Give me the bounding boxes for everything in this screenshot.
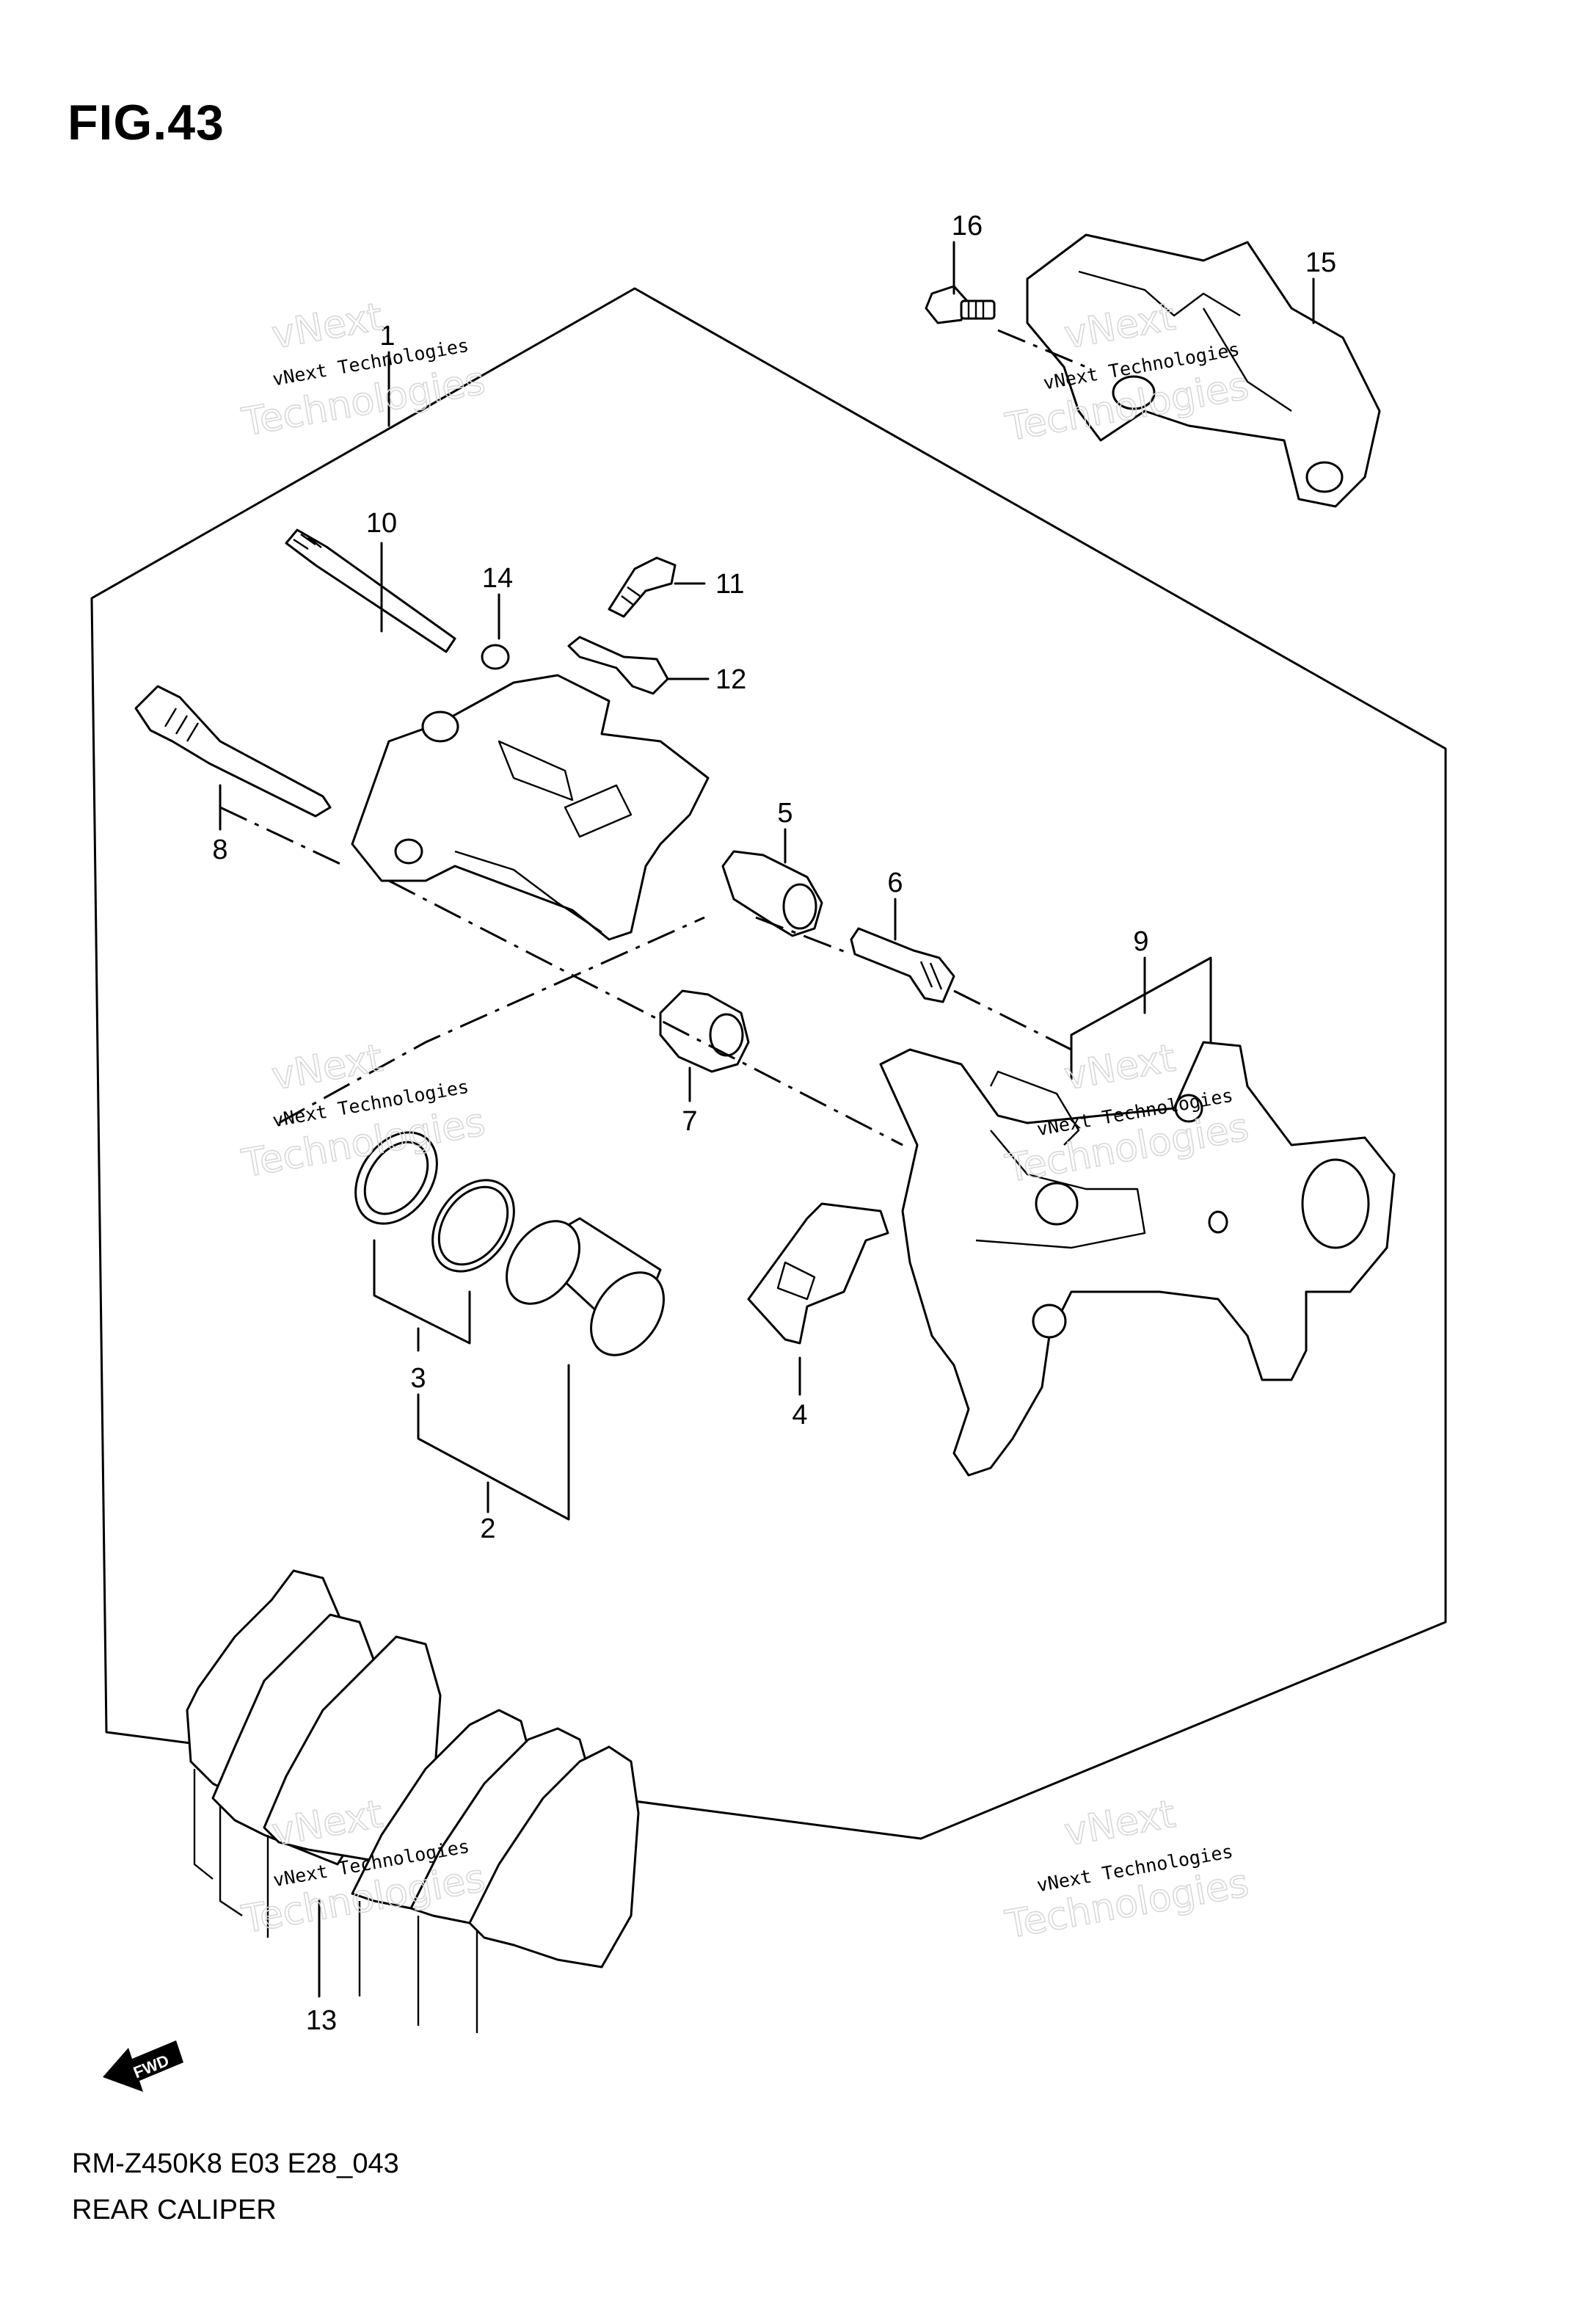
callout-11: 11	[715, 569, 744, 600]
assembly-lines	[219, 329, 1087, 1146]
watermark-4: vNext Technologies vNext Technologies	[1002, 1036, 1253, 1192]
part-4-clip	[747, 1202, 889, 1345]
watermark-1-big-1: vNext	[269, 295, 386, 357]
part-7-boot	[659, 989, 750, 1073]
watermark-4-big-1: vNext	[1061, 1036, 1178, 1099]
watermark-6: vNext Technologies vNext Technologies	[1002, 1792, 1253, 1948]
callout-4: 4	[792, 1400, 807, 1431]
part-13-pads	[186, 1569, 640, 2033]
callout-9: 9	[1133, 926, 1148, 957]
watermark-3: vNext Technologies vNext Technologies	[238, 1036, 489, 1187]
watermark-6-big-1: vNext	[1061, 1792, 1178, 1855]
callout-16: 16	[952, 211, 983, 241]
part-12-cap	[567, 636, 669, 695]
part-10-pin	[285, 528, 456, 653]
callout-6: 6	[887, 868, 903, 898]
callout-7: 7	[682, 1106, 697, 1137]
assembly-outline	[90, 287, 1447, 1840]
callout-2: 2	[480, 1513, 495, 1544]
part-5-sleeve	[721, 850, 823, 937]
figure-title: FIG.43	[68, 95, 225, 150]
footer-code: RM-Z450K8 E03 E28_043	[72, 2148, 399, 2179]
part-16-bolt	[925, 285, 996, 324]
callout-3: 3	[410, 1363, 426, 1394]
watermark-1: vNext Technologies vNext Technologies	[238, 294, 489, 446]
callout-15: 15	[1305, 247, 1336, 278]
callout-10: 10	[366, 508, 397, 539]
watermark-3-big-1: vNext	[269, 1036, 386, 1099]
part-2-piston	[506, 1217, 665, 1356]
part-6-pin	[850, 927, 955, 1003]
part-11-bleeder	[608, 556, 677, 618]
callout-13: 13	[306, 2005, 337, 2036]
part-9-bracket	[879, 1041, 1396, 1477]
callout-1: 1	[379, 321, 395, 352]
caliper-body	[351, 674, 710, 941]
leader-lines	[219, 241, 1315, 1998]
callout-12: 12	[715, 664, 746, 695]
footer-name: REAR CALIPER	[72, 2195, 277, 2225]
part-14-ring	[481, 644, 510, 670]
callout-14: 14	[482, 563, 513, 594]
callout-8: 8	[212, 835, 227, 865]
callout-5: 5	[777, 798, 792, 829]
fwd-arrow-icon: FWD	[103, 2040, 183, 2092]
part-15-bracket	[1026, 233, 1381, 508]
part-3-seals	[354, 1131, 515, 1273]
part-8-pin	[134, 685, 332, 818]
